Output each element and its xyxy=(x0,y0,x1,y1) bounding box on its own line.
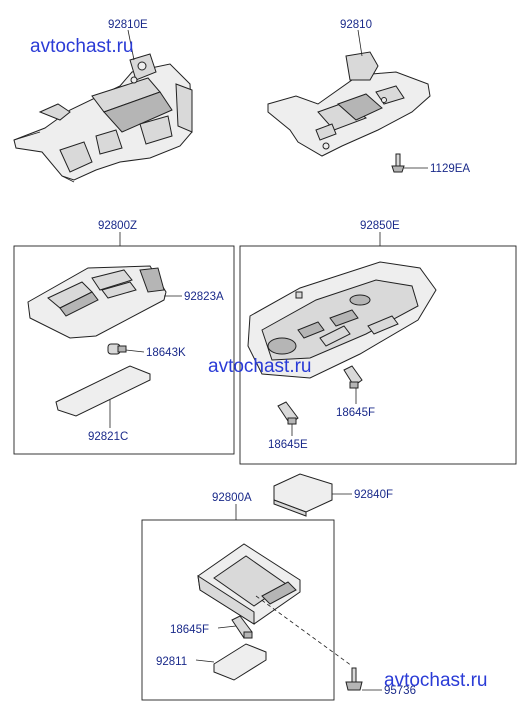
label-18645F-a: 18645F xyxy=(336,407,375,419)
watermark-center: avtochast.ru xyxy=(208,356,312,377)
label-1129EA: 1129EA xyxy=(430,163,470,175)
lens-92811 xyxy=(195,643,267,681)
bracket-92810E xyxy=(13,29,193,183)
label-18645E: 18645E xyxy=(268,439,308,451)
screw-1129EA xyxy=(391,153,428,173)
lamp-92800A xyxy=(197,543,353,667)
assembly-box-92800A xyxy=(141,519,335,701)
lamp-92823A xyxy=(27,265,182,339)
watermark-top-left: avtochast.ru xyxy=(30,36,134,57)
screw-95736 xyxy=(345,667,382,691)
label-92840F: 92840F xyxy=(354,489,393,501)
console-92850E xyxy=(247,261,437,379)
label-92821C: 92821C xyxy=(88,431,128,443)
label-92823A: 92823A xyxy=(184,291,224,303)
label-95736: 95736 xyxy=(384,685,416,697)
label-92811: 92811 xyxy=(156,656,187,668)
label-92800A: 92800A xyxy=(212,492,252,504)
assembly-box-92800Z xyxy=(13,245,235,455)
cover-92840F xyxy=(273,473,352,517)
label-92850E: 92850E xyxy=(360,220,400,232)
plate-92810 xyxy=(267,29,431,157)
label-92810: 92810 xyxy=(340,19,372,31)
label-92800Z: 92800Z xyxy=(98,220,137,232)
label-18645F-b: 18645F xyxy=(170,624,209,636)
bulb-18645E xyxy=(277,401,299,436)
label-18643K: 18643K xyxy=(146,347,186,359)
label-92810E: 92810E xyxy=(108,19,148,31)
lens-92821C xyxy=(55,365,151,428)
assembly-box-92850E xyxy=(239,245,517,465)
bulb-18645F-b xyxy=(217,615,253,639)
bulb-18645F-a xyxy=(343,365,363,404)
watermark-bottom-right: avtochast.ru xyxy=(384,670,488,691)
bulb-18643K xyxy=(107,343,145,355)
